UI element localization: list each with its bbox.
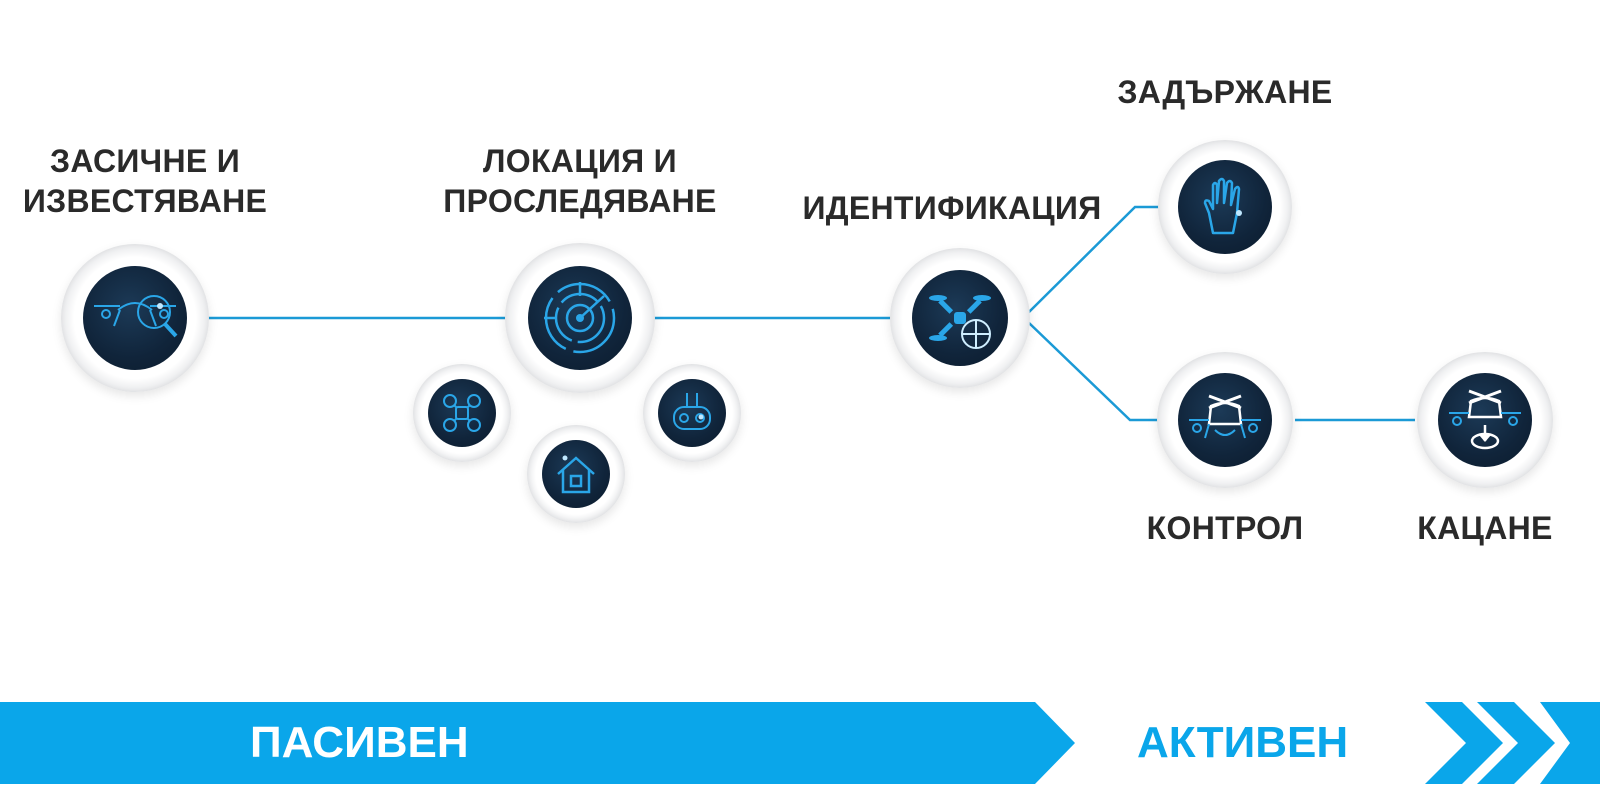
node-identify: [890, 248, 1030, 388]
hand-icon: [1203, 177, 1242, 235]
radar-icon: [544, 282, 616, 354]
passive-arrow: [0, 702, 1075, 784]
home-icon: [557, 455, 595, 494]
drone-control-icon: [1189, 394, 1261, 439]
drone-target-icon: [929, 295, 991, 349]
label-land: КАЦАНЕ: [1417, 510, 1553, 546]
label-detect-line2: ИЗВЕСТЯВАНЕ: [22, 183, 268, 219]
node-locate-quadcopter: [413, 364, 511, 462]
remote-controller-icon: [673, 393, 711, 430]
label-identify: ИДЕНТИФИКАЦИЯ: [802, 190, 1102, 226]
label-locate: ЛОКАЦИЯ И ПРОСЛЕДЯВАНЕ: [443, 141, 716, 221]
node-locate-home: [527, 425, 625, 523]
node-locate-remote: [643, 364, 741, 462]
label-detect-line1: ЗАСИЧНЕ И: [49, 143, 240, 179]
phase-active-label: АКТИВЕН: [1137, 718, 1349, 767]
phase-passive-label: ПАСИВЕН: [250, 718, 469, 767]
drone-quadcopter-icon: [443, 394, 481, 432]
node-land: [1417, 352, 1553, 488]
line-identify-stop: [1027, 205, 1160, 314]
label-locate-line2: ПРОСЛЕДЯВАНЕ: [443, 183, 717, 219]
node-control: [1157, 352, 1293, 488]
node-locate: [505, 243, 655, 393]
label-control: КОНТРОЛ: [1146, 510, 1304, 546]
line-identify-control: [1027, 321, 1160, 422]
node-stop: [1158, 140, 1292, 274]
phase-banner: [0, 702, 1600, 784]
label-stop: ЗАДЪРЖАНЕ: [1117, 74, 1333, 110]
label-locate-line1: ЛОКАЦИЯ И: [483, 143, 677, 179]
drone-landing-icon: [1449, 389, 1521, 450]
node-detect: [61, 244, 209, 392]
chevrons-icon: [1425, 702, 1600, 784]
label-detect: ЗАСИЧНЕ И ИЗВЕСТЯВАНЕ: [23, 141, 267, 221]
drone-magnifier-icon: [94, 295, 178, 338]
